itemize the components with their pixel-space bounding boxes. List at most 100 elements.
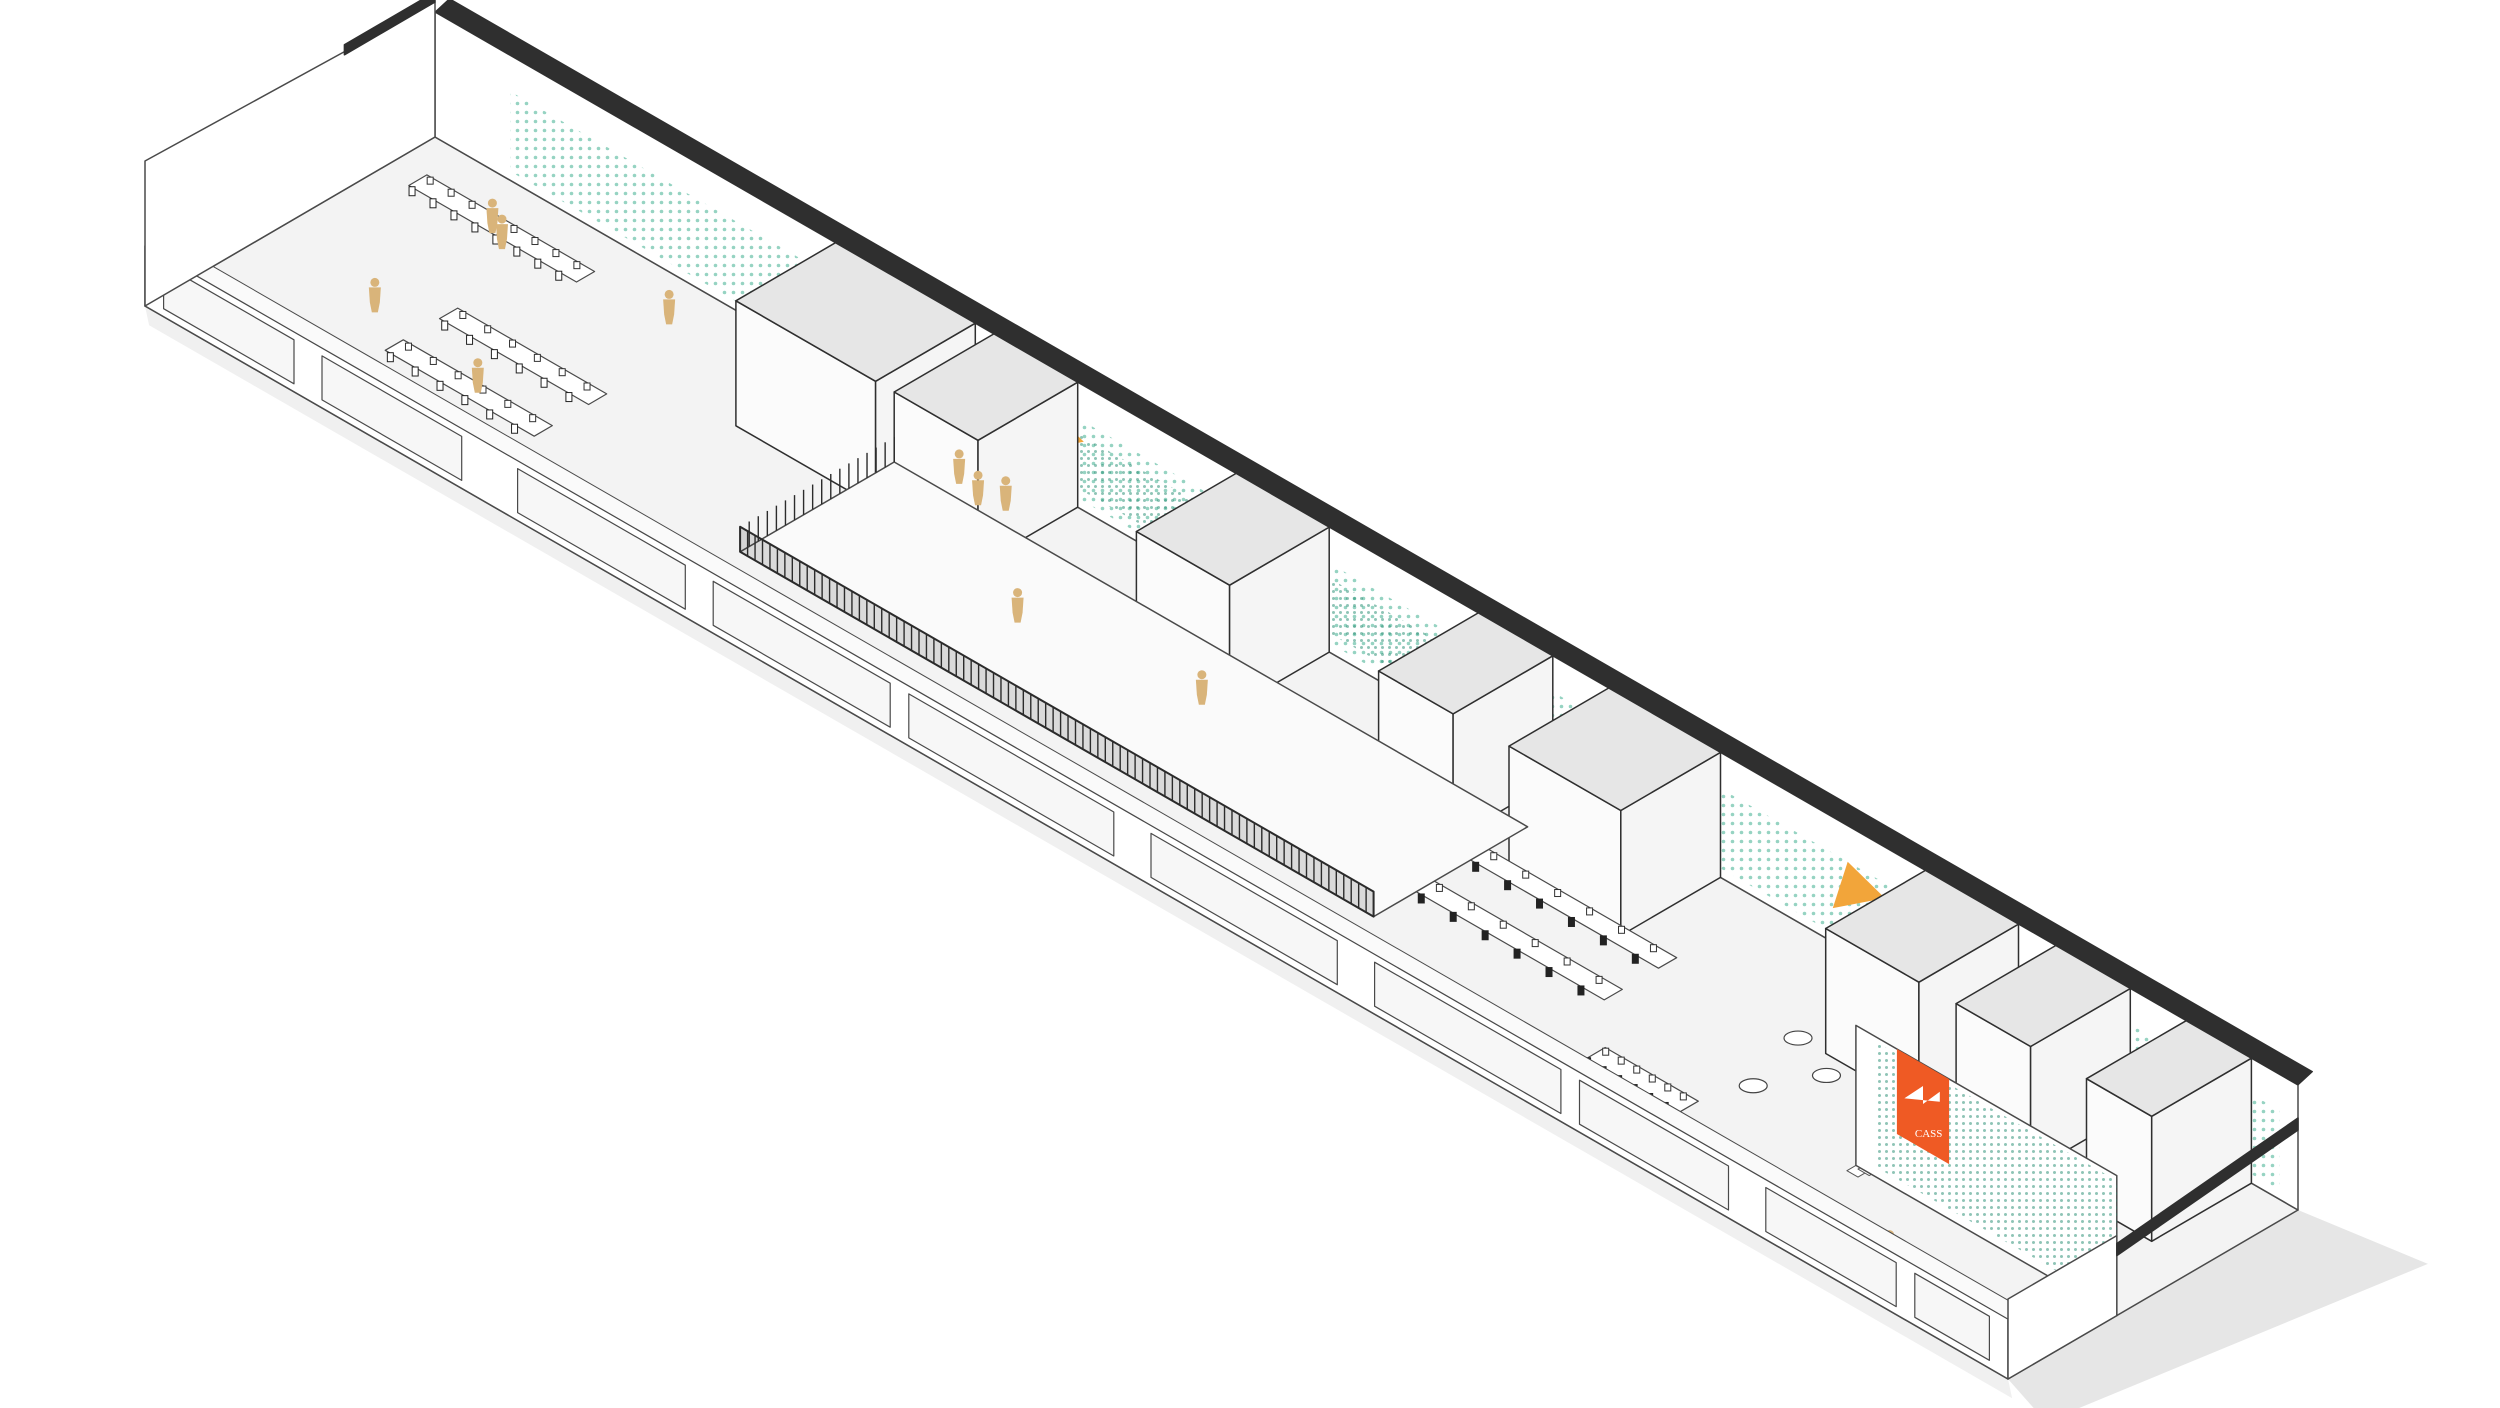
left-table-b-chair xyxy=(461,395,469,406)
main-row-c-chair xyxy=(1631,953,1639,964)
window-opening-6 xyxy=(1373,961,1562,1115)
core-room-6-top xyxy=(1955,944,2132,1048)
left-table-b-monitor xyxy=(404,342,412,351)
main-row-d-chair xyxy=(1545,967,1553,978)
left-bench-a-chair xyxy=(450,210,458,221)
left-table-a-monitor xyxy=(509,339,517,348)
window-opening-2 xyxy=(516,468,686,610)
main-row-c-monitor xyxy=(1490,852,1498,861)
person-1-head xyxy=(497,214,507,224)
left-bench-a-chair xyxy=(471,222,479,233)
core-room-2-top xyxy=(1135,472,1330,586)
person-6-body xyxy=(972,480,985,506)
left-bench-a-chair xyxy=(555,270,563,281)
right-end-wall xyxy=(2007,1234,2118,1380)
main-row-d-chair xyxy=(1417,893,1425,904)
main-row-d-chair xyxy=(1481,930,1489,941)
person-4-head xyxy=(473,358,483,368)
logo-chevron xyxy=(1904,1086,1940,1104)
main-row-d-monitor xyxy=(1595,975,1603,984)
person-0-head xyxy=(487,198,497,208)
orange-triangle-4 xyxy=(1832,861,1885,909)
front-wall xyxy=(144,235,2023,1380)
left-table-a-chair xyxy=(490,349,498,360)
core-room-7-top xyxy=(2085,1019,2253,1118)
left-bench-a-monitor xyxy=(573,261,581,270)
person-8-body xyxy=(1011,597,1024,623)
round-table-1 xyxy=(1811,1067,1842,1084)
main-row-d-chair xyxy=(1577,985,1585,996)
left-table-a-monitor xyxy=(583,382,591,391)
core-room-3-top xyxy=(1377,612,1554,715)
left-bench-a-chair xyxy=(513,246,521,257)
main-row-d-monitor xyxy=(1435,883,1443,892)
left-bench-a-chair xyxy=(429,198,437,209)
main-row-d-monitor xyxy=(1531,939,1539,948)
left-bench-a-chair xyxy=(408,186,416,197)
main-row-c-monitor xyxy=(1618,925,1626,934)
left-table-a-chair xyxy=(441,320,449,331)
person-7-head xyxy=(1001,476,1011,486)
lounge-seats-monitor xyxy=(1648,1074,1656,1083)
left-table-b-desk xyxy=(384,339,553,437)
main-row-c-chair xyxy=(1472,861,1480,872)
lounge-seats-monitor xyxy=(1633,1065,1641,1074)
person-3-head xyxy=(370,277,380,287)
person-9-body xyxy=(1195,679,1208,705)
window-opening-9 xyxy=(1914,1272,1991,1361)
person-9-head xyxy=(1197,670,1207,680)
lounge-seats-monitor xyxy=(1602,1047,1610,1056)
person-6-head xyxy=(973,470,983,480)
left-table-b-chair xyxy=(411,366,419,377)
core-room-0-top xyxy=(735,241,977,383)
person-5-body xyxy=(953,458,966,484)
feature-wall: CASS xyxy=(1855,1024,2118,1317)
person-2-body xyxy=(663,299,676,325)
round-table-2 xyxy=(1738,1078,1768,1094)
left-table-b-monitor xyxy=(454,371,462,380)
end-walls xyxy=(144,0,2299,1380)
logo-text: CASS xyxy=(1915,1128,1943,1140)
main-row-c-chair xyxy=(1567,916,1575,927)
main-row-d-chair xyxy=(1513,948,1521,959)
person-8-head xyxy=(1013,588,1023,598)
left-table-a-monitor xyxy=(484,325,492,334)
main-row-c-monitor xyxy=(1649,944,1657,953)
window-opening-8 xyxy=(1765,1186,1897,1308)
main-row-d-monitor xyxy=(1499,920,1507,929)
shadow-right xyxy=(2008,1210,2428,1408)
left-wall-cap xyxy=(343,0,436,56)
main-row-c-chair xyxy=(1599,935,1607,946)
main-row-c-chair xyxy=(1504,880,1512,891)
person-2-head xyxy=(664,289,674,299)
core-room-1-top xyxy=(893,333,1079,442)
left-table-b-chair xyxy=(511,423,519,434)
main-row-c-chair xyxy=(1536,898,1544,909)
person-7-body xyxy=(999,485,1012,511)
left-table-a-desk xyxy=(438,307,608,406)
left-bench-a-monitor xyxy=(531,237,539,246)
ground-shadow xyxy=(145,306,2428,1408)
left-table-b-chair xyxy=(436,380,444,391)
left-bench-a-chair xyxy=(534,258,542,269)
left-table-b-monitor xyxy=(429,356,437,365)
core-room-4-top xyxy=(1508,687,1722,812)
logo-panel xyxy=(1896,1049,1950,1165)
left-bench-a-monitor xyxy=(552,249,560,258)
window-opening-1 xyxy=(321,355,463,481)
main-row-c-monitor xyxy=(1586,907,1594,916)
left-table-a-monitor xyxy=(533,353,541,362)
left-bench-a-monitor xyxy=(447,188,455,197)
window-opening-7 xyxy=(1578,1079,1730,1211)
left-table-b-monitor xyxy=(504,399,512,408)
person-5-head xyxy=(954,449,964,459)
person-0-body xyxy=(486,208,499,234)
left-table-a-monitor xyxy=(558,368,566,377)
main-row-d-monitor xyxy=(1563,957,1571,966)
left-table-b-monitor xyxy=(529,414,537,423)
window-opening-3 xyxy=(712,580,891,728)
left-table-b-chair xyxy=(486,409,494,420)
core-room-5-top xyxy=(1824,869,2020,983)
left-table-a-chair xyxy=(466,334,474,345)
